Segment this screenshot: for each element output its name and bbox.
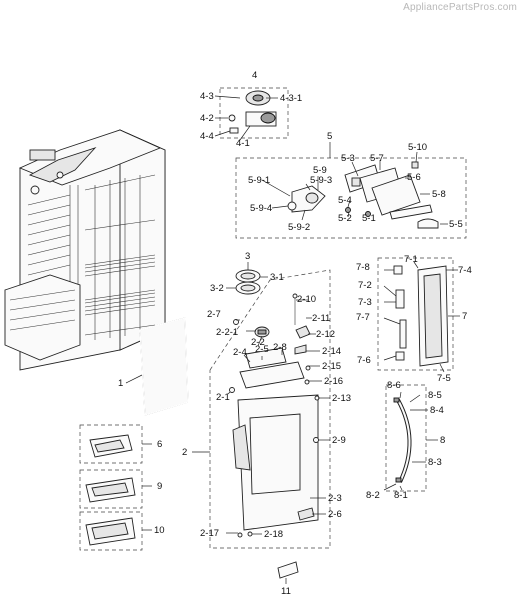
label-2-9: 2-9 bbox=[332, 435, 346, 446]
label-2-15: 2-15 bbox=[322, 361, 341, 372]
label-4: 4 bbox=[252, 70, 257, 81]
label-2-1: 2-1 bbox=[216, 392, 230, 403]
door-bins-6-9-10 bbox=[79, 424, 152, 551]
label-8-1: 8-1 bbox=[394, 490, 408, 501]
label-8-4: 8-4 bbox=[430, 405, 444, 416]
label-11: 11 bbox=[281, 586, 291, 597]
label-2: 2 bbox=[182, 447, 187, 458]
label-7-2: 7-2 bbox=[358, 280, 372, 291]
label-3: 3 bbox=[245, 251, 250, 262]
label-2-11: 2-11 bbox=[312, 313, 330, 324]
label-5-7: 5-7 bbox=[370, 153, 384, 164]
label-5-4: 5-4 bbox=[338, 195, 352, 206]
label-5-1: 5-1 bbox=[362, 213, 376, 224]
label-7-6: 7-6 bbox=[357, 355, 371, 366]
label-2-4: 2-4 bbox=[233, 347, 247, 358]
label-2-14: 2-14 bbox=[322, 346, 341, 357]
part-group-7 bbox=[377, 257, 460, 373]
label-10: 10 bbox=[154, 525, 165, 536]
door-gasket-1 bbox=[125, 317, 189, 416]
label-5-2: 5-2 bbox=[338, 213, 352, 224]
label-5: 5 bbox=[327, 131, 332, 142]
label-5-9-1: 5-9-1 bbox=[248, 175, 270, 186]
label-5-9-3: 5-9-3 bbox=[310, 175, 332, 186]
label-7: 7 bbox=[462, 311, 467, 322]
label-1: 1 bbox=[118, 378, 123, 389]
label-2-2: 2-2 bbox=[251, 337, 265, 348]
label-7-4: 7-4 bbox=[458, 265, 472, 276]
label-3-2: 3-2 bbox=[210, 283, 224, 294]
part-group-3 bbox=[226, 262, 268, 295]
label-2-16: 2-16 bbox=[324, 376, 343, 387]
label-7-8: 7-8 bbox=[356, 262, 370, 273]
label-2-17: 2-17 bbox=[200, 528, 219, 539]
label-2-12: 2-12 bbox=[316, 329, 335, 340]
label-2-18: 2-18 bbox=[264, 529, 283, 540]
part-group-8-handle bbox=[383, 384, 438, 492]
label-5-6: 5-6 bbox=[407, 172, 421, 183]
label-2-5: 2-5 bbox=[255, 344, 269, 355]
label-7-3: 7-3 bbox=[358, 297, 372, 308]
watermark-text: AppliancePartsPros.com bbox=[403, 2, 517, 13]
label-6: 6 bbox=[157, 439, 162, 450]
label-7-1: 7-1 bbox=[404, 254, 418, 265]
label-5-10: 5-10 bbox=[408, 142, 427, 153]
label-2-2-1: 2-2-1 bbox=[216, 327, 238, 338]
label-5-9-4: 5-9-4 bbox=[250, 203, 272, 214]
part-group-4 bbox=[214, 87, 289, 141]
label-8-3: 8-3 bbox=[428, 457, 442, 468]
label-4-4: 4-4 bbox=[200, 131, 214, 142]
label-2-8: 2-8 bbox=[273, 342, 287, 353]
label-5-3: 5-3 bbox=[341, 153, 355, 164]
label-4-3: 4-3 bbox=[200, 91, 214, 102]
label-5-9: 5-9 bbox=[313, 165, 327, 176]
label-9: 9 bbox=[157, 481, 162, 492]
label-7-5: 7-5 bbox=[437, 373, 451, 384]
label-8: 8 bbox=[440, 435, 445, 446]
label-2-7: 2-7 bbox=[207, 309, 221, 320]
part-11 bbox=[277, 561, 299, 584]
label-3-1: 3-1 bbox=[270, 272, 284, 283]
label-2-10: 2-10 bbox=[297, 294, 316, 305]
label-8-5: 8-5 bbox=[428, 390, 442, 401]
label-2-3: 2-3 bbox=[328, 493, 342, 504]
label-2-13: 2-13 bbox=[332, 393, 351, 404]
label-8-2: 8-2 bbox=[366, 490, 380, 501]
label-4-2: 4-2 bbox=[200, 113, 214, 124]
label-8-6: 8-6 bbox=[387, 380, 401, 391]
label-4-1: 4-1 bbox=[236, 138, 250, 149]
label-4-3-1: 4-3-1 bbox=[280, 93, 302, 104]
label-5-9-2: 5-9-2 bbox=[288, 222, 310, 233]
part-group-2-door bbox=[192, 269, 331, 549]
label-5-5: 5-5 bbox=[449, 219, 463, 230]
label-2-6: 2-6 bbox=[328, 509, 342, 520]
part-group-5 bbox=[235, 142, 467, 239]
label-5-8: 5-8 bbox=[432, 189, 446, 200]
label-7-7: 7-7 bbox=[356, 312, 370, 323]
